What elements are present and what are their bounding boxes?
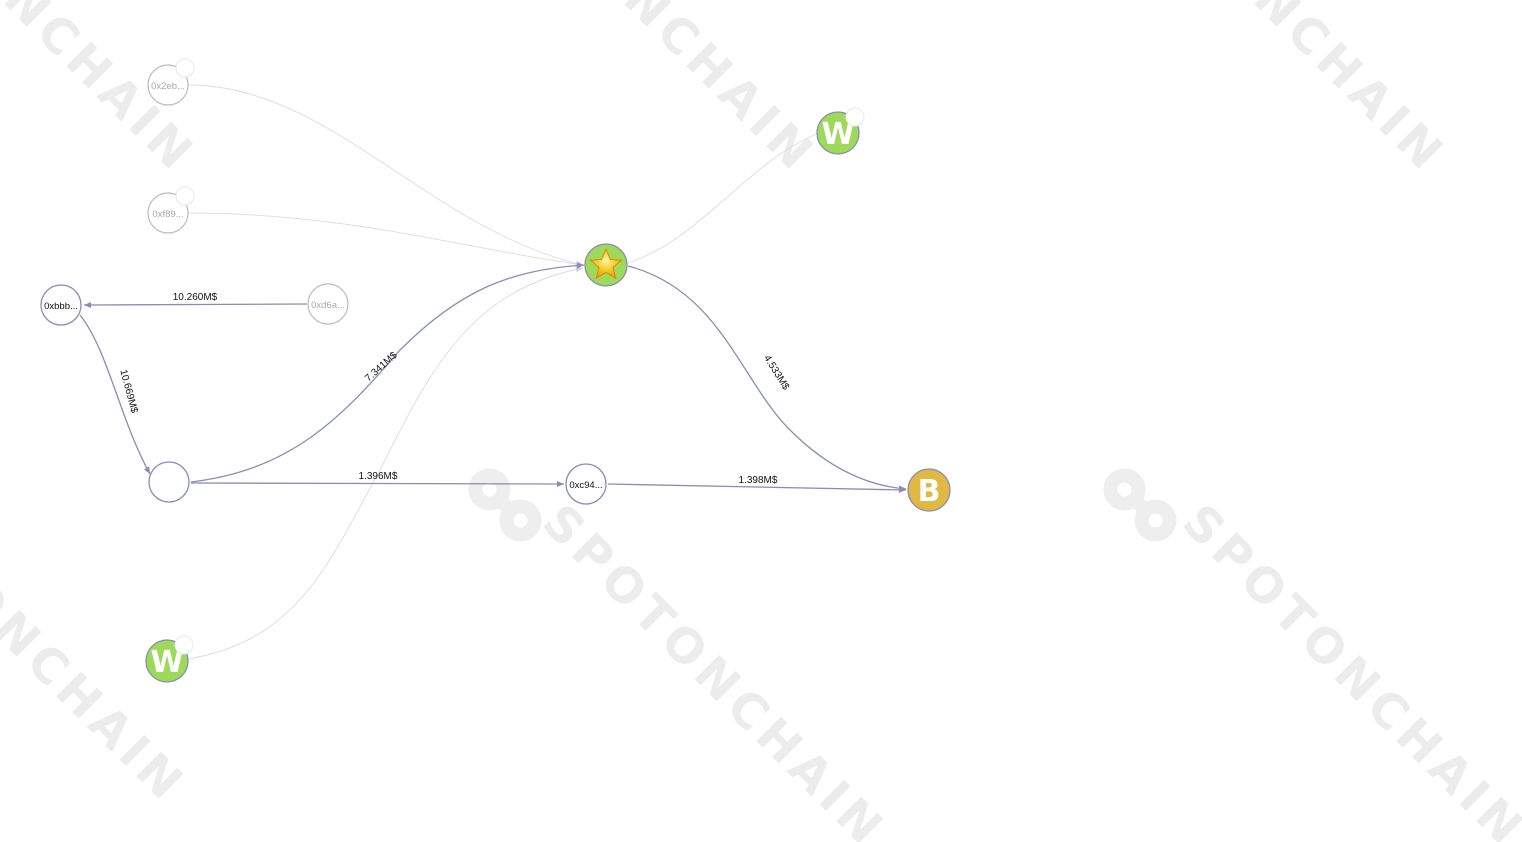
node-badge xyxy=(174,635,194,655)
watermark-text: SPOTONCHAIN xyxy=(1172,494,1522,842)
watermark-text: SPOTONCHAIN xyxy=(462,0,827,184)
edge-star-to-w-top[interactable] xyxy=(627,133,818,264)
w-wallet-node-top[interactable]: W xyxy=(816,107,865,155)
w-wallet-node-bottom[interactable]: W xyxy=(145,635,194,683)
edge-empty-to-c94[interactable] xyxy=(190,480,565,487)
address-node-c94[interactable]: 0xc94... xyxy=(565,463,607,505)
watermark-logo-icon xyxy=(468,468,542,542)
address-node-d6a[interactable]: 0xd6a... xyxy=(307,283,349,325)
edge-amount-label: 4.533M$ xyxy=(761,353,791,392)
edge-amount-label: 10.669M$ xyxy=(117,368,139,414)
node-label: 0xf89... xyxy=(152,209,183,220)
watermark-text: SPOTONCHAIN xyxy=(0,449,197,814)
edge-amount-label: 10.260M$ xyxy=(173,292,218,303)
star-icon xyxy=(589,247,623,280)
address-node-bbb[interactable]: 0xbbb... xyxy=(40,284,82,326)
edge-amount-label: 1.398M$ xyxy=(739,475,778,486)
b-exchange-icon: B xyxy=(918,474,941,509)
watermark-text: SPOTONCHAIN xyxy=(1092,0,1457,184)
b-exchange-node[interactable]: B xyxy=(907,468,951,512)
address-node-2eb[interactable]: 0x2eb... xyxy=(147,58,195,106)
node-badge xyxy=(175,58,195,78)
node-badge xyxy=(175,186,195,206)
nodes: 0x2eb... 0xf89... 0xbbb... 0xd6a... 0xc9… xyxy=(40,58,951,683)
edge-labels: 10.260M$ 10.669M$ 7.341M$ 1.396M$ 1.398M… xyxy=(117,292,791,486)
starred-entity-node[interactable] xyxy=(584,243,628,287)
main-edges xyxy=(79,262,907,493)
watermark-logo-icon xyxy=(1103,468,1177,542)
watermark-text: SPOTONCHAIN xyxy=(532,494,897,842)
edge-w-bottom-to-star[interactable] xyxy=(187,266,584,660)
edge-amount-label: 1.396M$ xyxy=(359,471,398,482)
address-node-f89[interactable]: 0xf89... xyxy=(147,186,195,234)
node-label: 0xbbb... xyxy=(44,301,78,312)
node-label: 0xc94... xyxy=(569,480,602,491)
edge-d6a-to-bbb[interactable] xyxy=(83,301,308,308)
node-badge xyxy=(845,107,865,127)
edge-f89-to-star[interactable] xyxy=(188,212,584,268)
node-label: 0x2eb... xyxy=(151,81,185,92)
node-label: 0xd6a... xyxy=(311,300,345,311)
edge-star-to-b[interactable] xyxy=(627,265,907,492)
faint-edges xyxy=(187,84,818,660)
edge-amount-label: 7.341M$ xyxy=(363,350,400,385)
edge-2eb-to-star[interactable] xyxy=(188,84,584,267)
edge-c94-to-b[interactable] xyxy=(607,483,907,493)
edge-empty-to-star[interactable] xyxy=(190,262,585,483)
address-node-unlabeled[interactable] xyxy=(148,461,190,503)
edge-bbb-to-empty[interactable] xyxy=(79,314,151,475)
